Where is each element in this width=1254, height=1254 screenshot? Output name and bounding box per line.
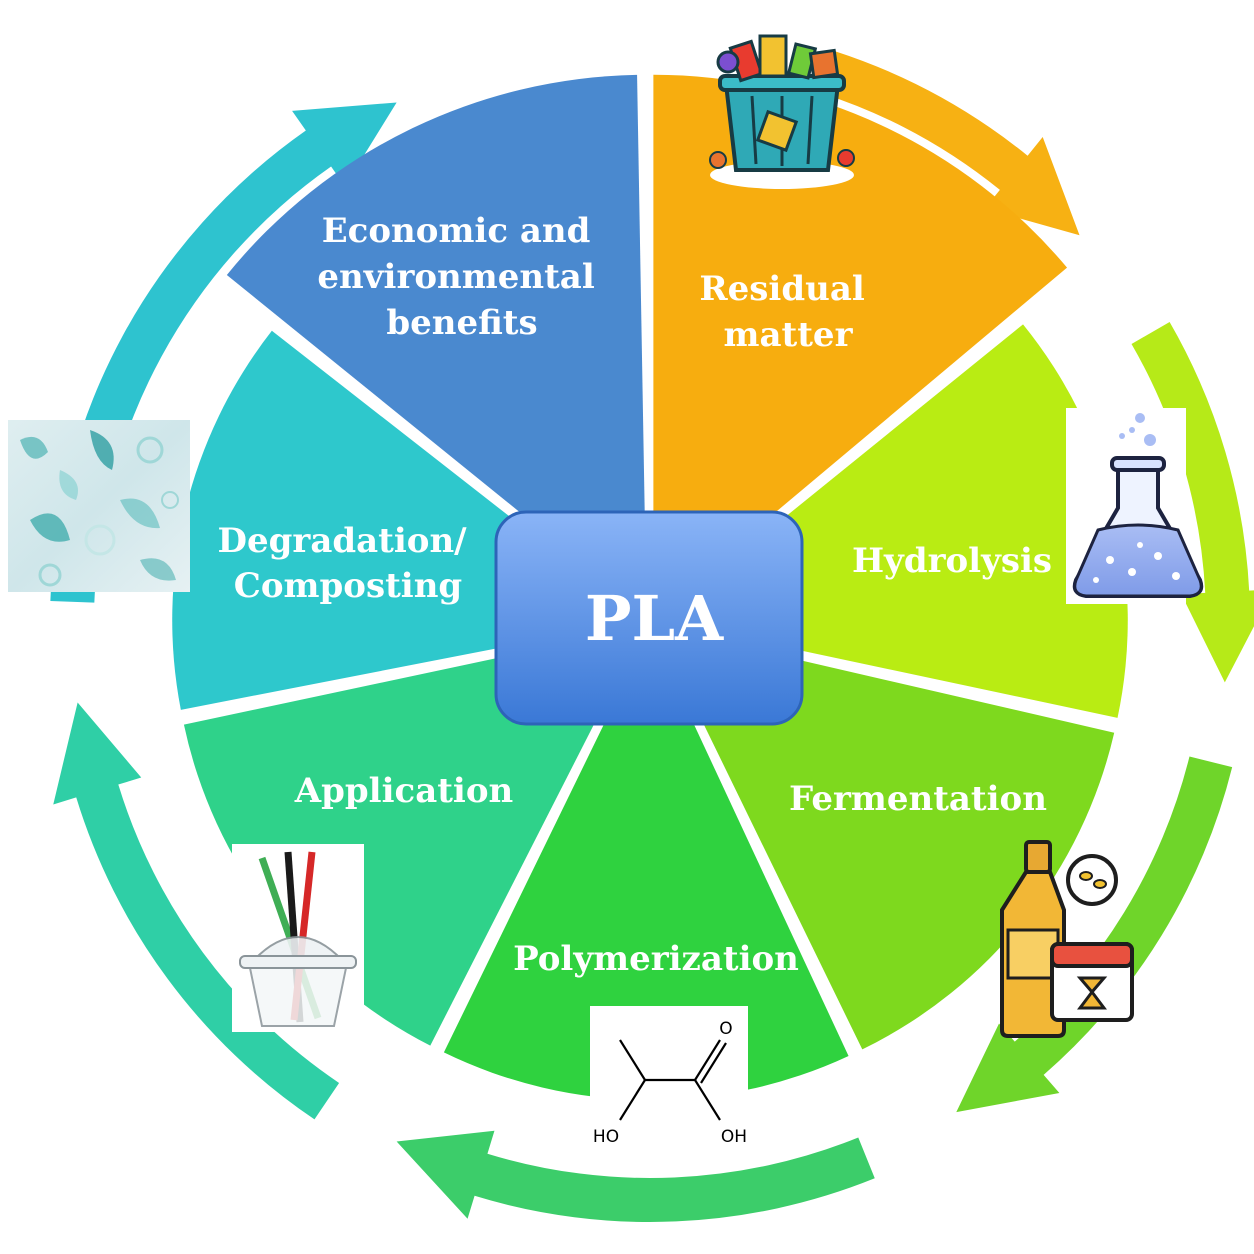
degradation-composting-label: Degradation/ Composting <box>218 521 479 606</box>
flask-icon <box>1066 408 1204 604</box>
fermentation-label: Fermentation <box>789 779 1047 819</box>
hydroxyl-right-label: OH <box>721 1127 747 1147</box>
hydroxyl-left-label: HO <box>593 1127 619 1147</box>
segment-benefits <box>226 74 647 615</box>
hydrolysis-label: Hydrolysis <box>852 541 1052 581</box>
segment-residual <box>653 74 1068 615</box>
cycle-arrow-2 <box>1131 322 1254 683</box>
cycle-arrow-5 <box>53 702 340 1120</box>
plastic-cup-straws-icon <box>232 844 364 1032</box>
bottle-calendar-icon <box>1000 840 1134 1038</box>
application-label: Application <box>294 771 514 811</box>
segment-fermentation <box>656 626 1115 1050</box>
residual-matter-label: Residual matter <box>699 269 876 355</box>
economic-environmental-benefits-label: Economic and environmental benefits <box>317 211 606 343</box>
segment-polymerization <box>443 629 849 1100</box>
trash-can-icon <box>709 34 855 189</box>
stage-labels: Residual matter Hydrolysis Fermentation … <box>218 211 1053 979</box>
oxygen-label: O <box>719 1019 732 1039</box>
cycle-arrow-3 <box>956 756 1233 1113</box>
degraded-plastic-photo <box>8 420 190 592</box>
center-pla-label: PLA <box>585 582 724 655</box>
cycle-arrow-4 <box>396 1130 875 1222</box>
cycle-arrow-1 <box>821 51 1080 236</box>
lactic-acid-structure: O HO OH <box>590 1006 748 1152</box>
polymerization-label: Polymerization <box>513 939 799 979</box>
center-node: PLA <box>494 510 804 726</box>
